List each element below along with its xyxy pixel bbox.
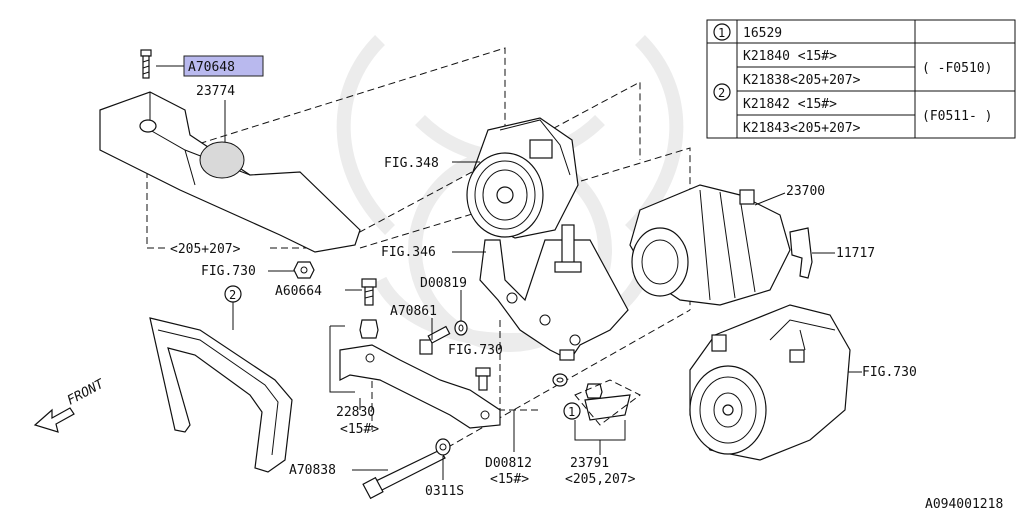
bracket-23791[interactable] <box>584 383 631 421</box>
table-row-2-badge: 2 <box>713 83 731 101</box>
callout-2-badge: 2 <box>224 285 242 303</box>
cover-23774[interactable] <box>99 91 361 253</box>
ac-compressor[interactable] <box>689 304 851 461</box>
label-23791-sub: <205,207> <box>565 472 636 487</box>
label-23700[interactable]: 23700 <box>786 184 825 199</box>
label-fig348[interactable]: FIG.348 <box>384 156 439 171</box>
label-a60664[interactable]: A60664 <box>275 284 322 299</box>
label-a70648[interactable]: A70648 <box>188 60 235 75</box>
bolt-a70861[interactable] <box>419 325 451 355</box>
nut-fig730[interactable] <box>293 261 315 279</box>
table-cell-k21840[interactable]: K21840 <15#> <box>743 49 837 64</box>
bracket-22830[interactable] <box>339 344 501 429</box>
label-fig346[interactable]: FIG.346 <box>381 245 436 260</box>
bolt-a60664[interactable] <box>361 278 377 306</box>
diagram-code: A094001218 <box>925 497 1003 512</box>
parts-table: 1 16529 2 K21840 <15#> K21838<205+207> K… <box>706 19 1016 139</box>
label-d00819[interactable]: D00819 <box>420 276 467 291</box>
alternator-23700[interactable] <box>629 184 791 306</box>
svg-text:2: 2 <box>718 86 725 100</box>
bolt-a70838[interactable] <box>362 449 446 500</box>
label-a70838[interactable]: A70838 <box>289 463 336 478</box>
label-fig730-mid[interactable]: FIG.730 <box>448 343 503 358</box>
table-note-f0511: (F0511- ) <box>922 109 992 124</box>
bracket-11717[interactable] <box>789 227 813 279</box>
table-cell-k21842[interactable]: K21842 <15#> <box>743 97 837 112</box>
highlight-a70648 <box>183 55 264 77</box>
bolt-a70648[interactable] <box>140 49 152 79</box>
washer-0311s[interactable] <box>435 438 451 456</box>
table-cell-k21838[interactable]: K21838<205+207> <box>743 73 861 88</box>
label-d00812-sub: <15#> <box>490 472 529 487</box>
drive-belt[interactable] <box>149 317 293 473</box>
table-note-f0510: ( -F0510) <box>922 61 992 76</box>
svg-text:1: 1 <box>718 26 725 40</box>
label-0311s[interactable]: 0311S <box>425 484 464 499</box>
washer-d00812[interactable] <box>552 373 568 387</box>
label-22830[interactable]: 22830 <box>336 405 375 420</box>
power-steering-pump[interactable] <box>466 117 579 239</box>
table-cell-k21843[interactable]: K21843<205+207> <box>743 121 861 136</box>
bracket-fig346[interactable] <box>479 224 629 361</box>
callout-1-badge: 1 <box>563 402 581 420</box>
bolt-fig730-mid[interactable] <box>475 367 491 391</box>
label-fig730-right[interactable]: FIG.730 <box>862 365 917 380</box>
label-23774[interactable]: 23774 <box>196 84 235 99</box>
label-22830-sub: <15#> <box>340 422 379 437</box>
label-205-207: <205+207> <box>170 242 241 257</box>
front-arrow-icon <box>33 407 75 433</box>
nut-22830[interactable] <box>359 319 379 339</box>
table-row-1-badge: 1 <box>713 23 731 41</box>
label-fig730-top[interactable]: FIG.730 <box>201 264 256 279</box>
label-front: FRONT <box>65 376 108 408</box>
label-a70861[interactable]: A70861 <box>390 304 437 319</box>
table-cell-16529[interactable]: 16529 <box>743 26 782 41</box>
label-d00812[interactable]: D00812 <box>485 456 532 471</box>
washer-d00819[interactable] <box>454 320 468 336</box>
label-23791[interactable]: 23791 <box>570 456 609 471</box>
label-11717[interactable]: 11717 <box>836 246 875 261</box>
svg-text:1: 1 <box>568 405 575 419</box>
svg-text:2: 2 <box>229 288 236 302</box>
